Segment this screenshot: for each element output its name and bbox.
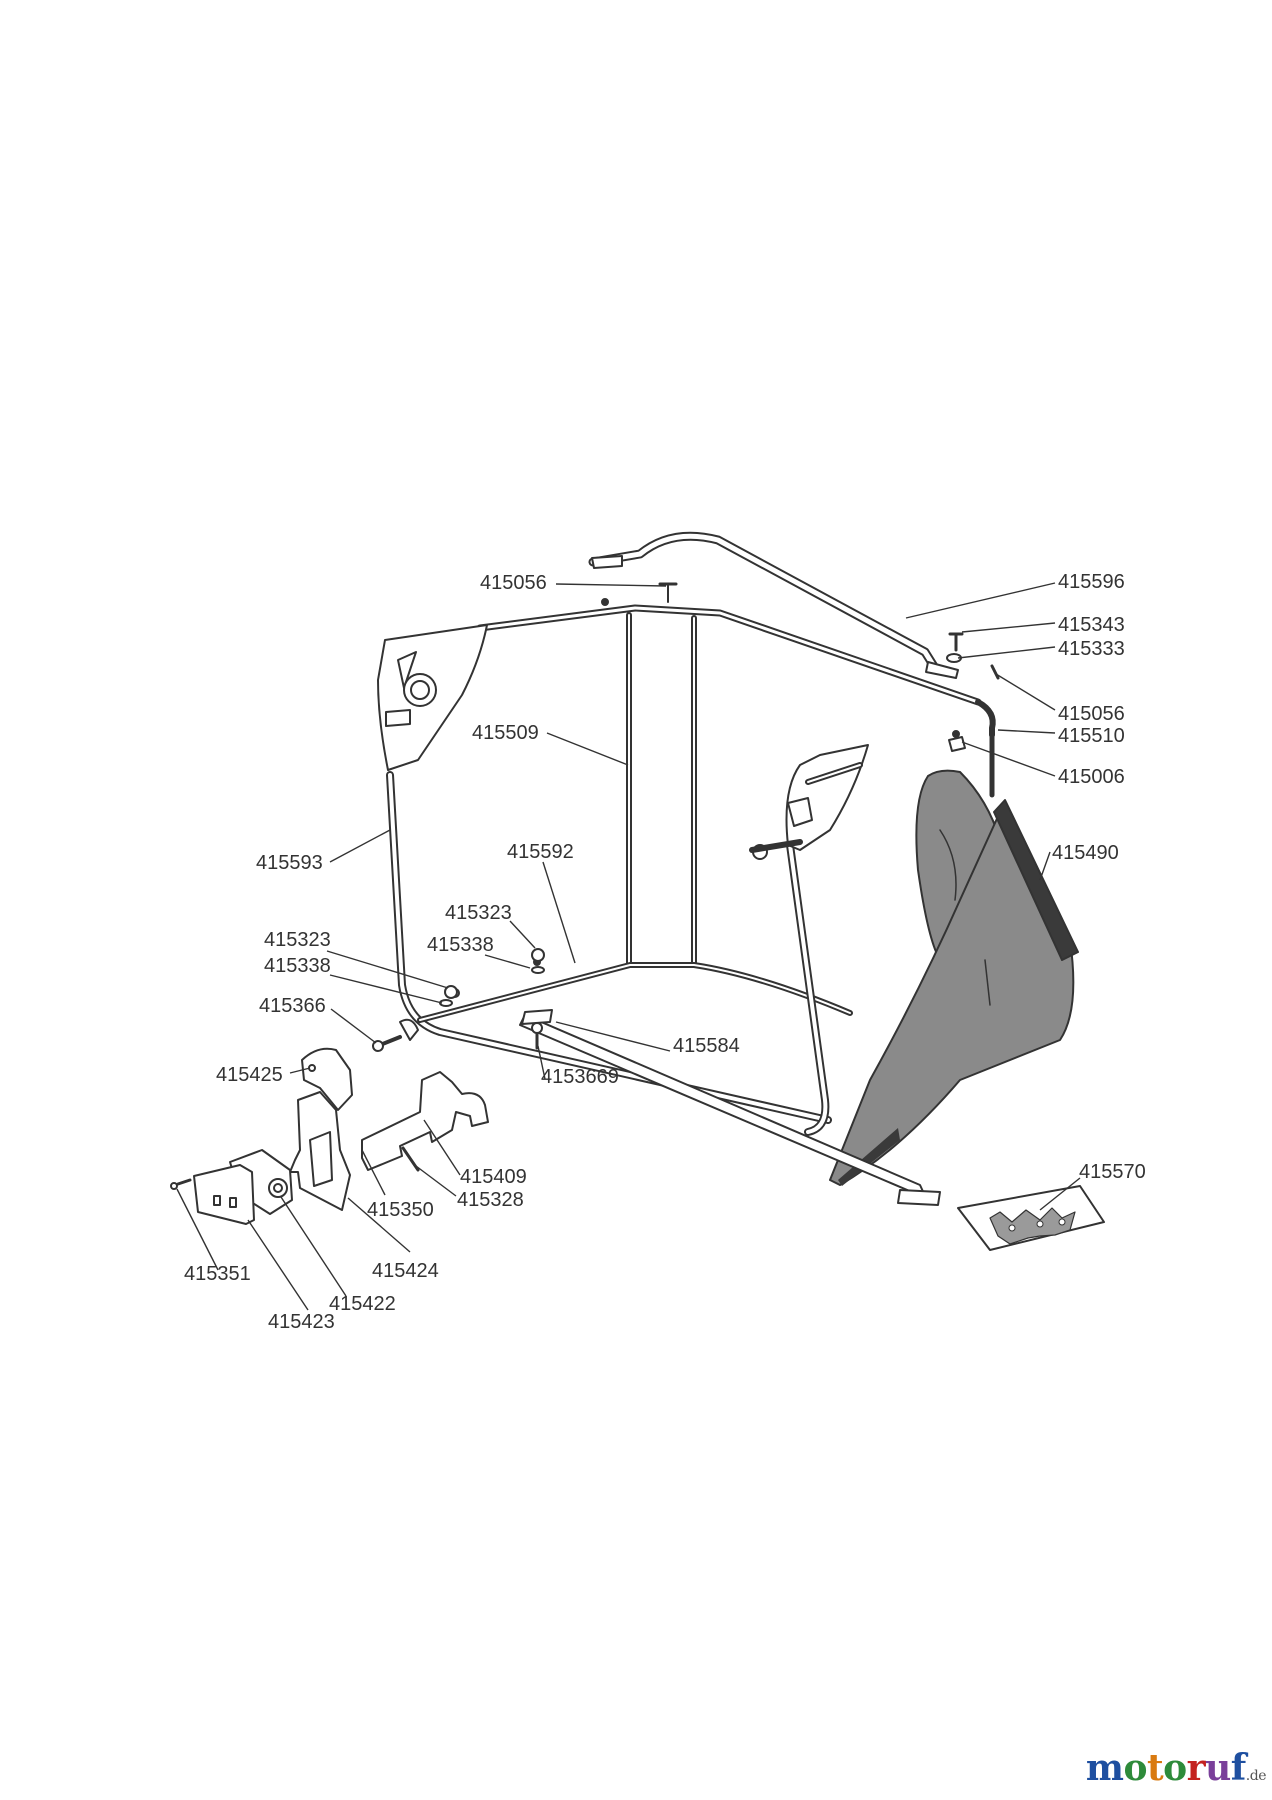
part-number-415338-left: 415338 [264,955,331,977]
part-number-415333: 415333 [1058,638,1125,660]
part-number-415323-right: 415323 [445,902,512,924]
part-number-415425: 415425 [216,1064,283,1086]
motoruf-watermark-logo: motoruf.de [1085,1747,1267,1789]
part-number-415366: 415366 [259,995,326,1017]
watermark-letter: t [1146,1747,1164,1789]
part-number-415424: 415424 [372,1260,439,1282]
watermark-letter: r [1186,1747,1206,1789]
watermark-letter: u [1205,1747,1231,1789]
handle-bar-part [588,531,959,679]
fasteners-part [170,582,1000,1190]
watermark-letter: o [1163,1747,1187,1789]
basket-frame-part [377,598,996,1136]
part-number-415056-top: 415056 [480,572,547,594]
watermark-letter: m [1085,1747,1124,1789]
watermark-letter: o [1123,1747,1147,1789]
watermark-tld: .de [1245,1768,1267,1784]
part-number-415323-left: 415323 [264,929,331,951]
part-number-415510: 415510 [1058,725,1125,747]
part-number-415056-right: 415056 [1058,703,1125,725]
latch-assembly-part [193,1047,489,1225]
part-number-415584: 415584 [673,1035,740,1057]
part-number-415422: 415422 [329,1293,396,1315]
part-number-415596: 415596 [1058,571,1125,593]
part-number-4153669: 4153669 [541,1066,619,1088]
grass-bag-part [829,769,1079,1186]
part-number-415006: 415006 [1058,766,1125,788]
leader-lines [176,582,1081,1311]
part-number-415593: 415593 [256,852,323,874]
part-number-415409: 415409 [460,1166,527,1188]
part-number-415490: 415490 [1052,842,1119,864]
part-number-415423: 415423 [268,1311,335,1333]
part-number-415592: 415592 [507,841,574,863]
part-number-415570: 415570 [1079,1161,1146,1183]
part-number-415350: 415350 [367,1199,434,1221]
part-number-415343: 415343 [1058,614,1125,636]
hardware-bag-part [957,1185,1105,1251]
cross-bar-part [519,1009,941,1206]
part-number-415509: 415509 [472,722,539,744]
part-number-415338-right: 415338 [427,934,494,956]
watermark-letter: f [1230,1747,1247,1789]
part-number-415328: 415328 [457,1189,524,1211]
part-number-415351: 415351 [184,1263,251,1285]
